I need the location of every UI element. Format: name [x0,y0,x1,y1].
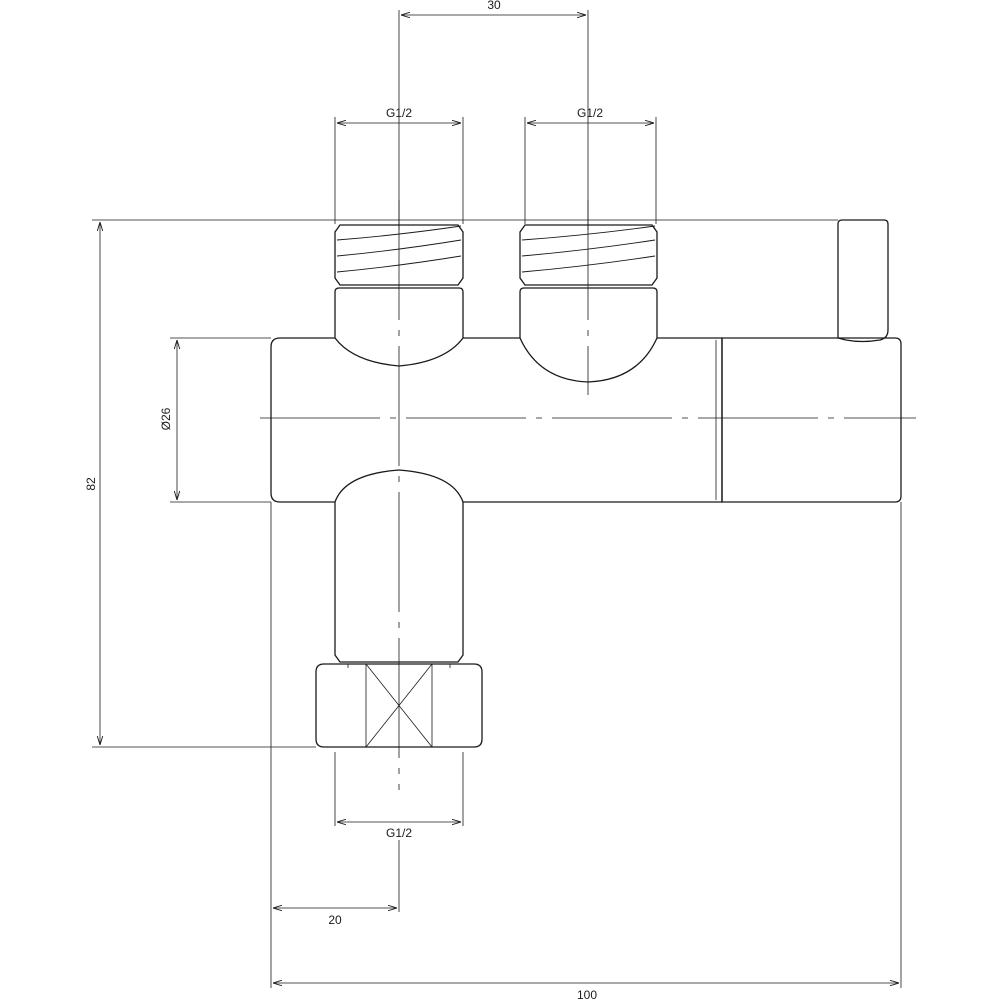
dim-left-offset: 20 [328,913,342,927]
right-top-inlet [519,224,658,383]
dim-left-inlet-thread: G1/2 [386,106,412,120]
dim-bottom-thread: G1/2 [386,826,412,840]
dimension-labels: 30 G1/2 G1/2 G1/2 Ø26 82 20 100 [84,0,603,1000]
dim-body-diameter: Ø26 [159,407,173,430]
dim-right-inlet-thread: G1/2 [577,106,603,120]
right-inlet-thread-body [519,224,658,286]
left-inlet-collar [334,287,464,367]
right-inlet-collar [519,287,658,383]
lever-handle [837,219,889,343]
dim-top-spacing: 30 [487,0,501,12]
dim-overall-width: 100 [577,988,597,1000]
center-lines [260,200,916,790]
dim-overall-height: 82 [84,477,98,491]
dimension-lines [92,10,902,988]
body-outline [270,337,723,503]
valve-body [270,219,902,503]
handle-cap [721,337,902,503]
